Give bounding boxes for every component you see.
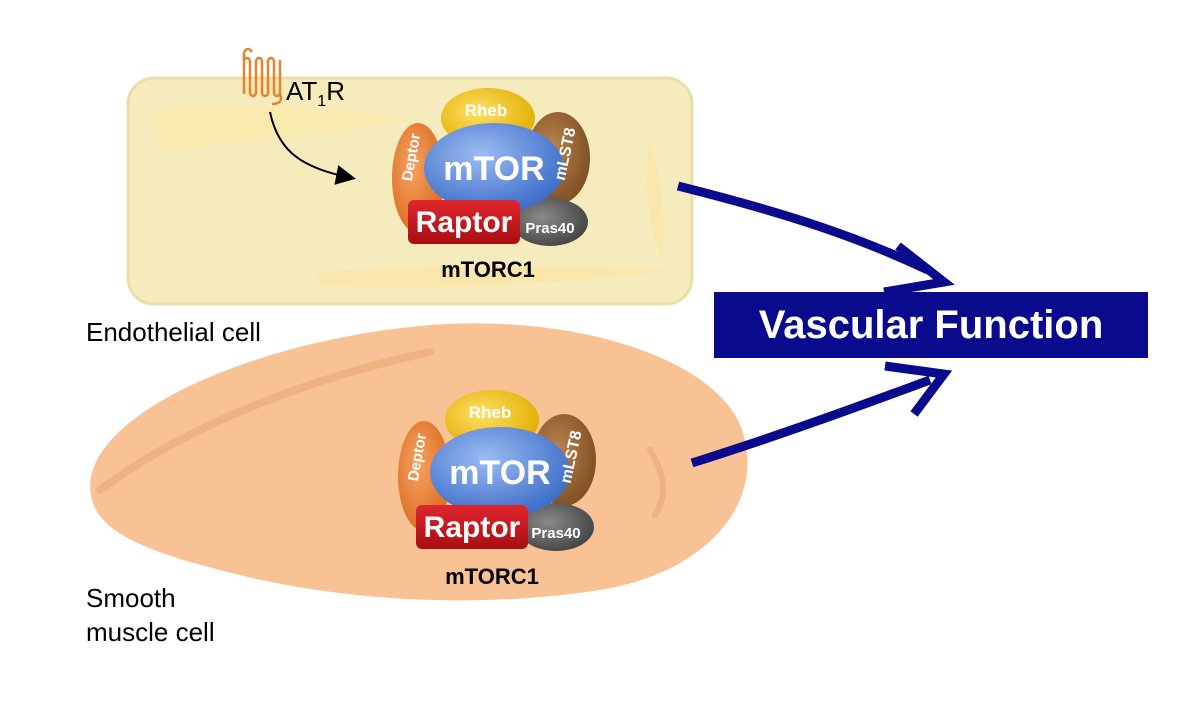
pras40-label: Pras40	[525, 220, 574, 237]
vascular-function-label: Vascular Function	[758, 302, 1104, 347]
rheb-label: Rheb	[465, 101, 508, 120]
vascular-function-box: Vascular Function	[714, 292, 1148, 358]
smooth-muscle-cell-label-line1: Smooth	[86, 583, 176, 613]
receptor-activation-arrow	[269, 111, 356, 185]
endothelial-to-vascular-arrow	[676, 181, 955, 297]
mtorc1-complex-smooth-muscle	[398, 390, 596, 551]
mtor-label: mTOR	[443, 150, 544, 188]
at1r-label: AT1R	[286, 76, 345, 110]
at1r-receptor-icon	[242, 47, 283, 106]
pras40-label: Pras40	[531, 525, 580, 542]
rheb-label: Rheb	[469, 403, 512, 422]
raptor-label: Raptor	[424, 511, 521, 544]
mtorc1-label: mTORC1	[445, 564, 539, 589]
smooth-muscle-to-vascular-arrow	[690, 361, 953, 468]
mtorc1-complex-endothelial	[392, 88, 590, 246]
mtorc1-label: mTORC1	[441, 257, 535, 282]
mtor-label: mTOR	[449, 454, 550, 492]
smooth-muscle-cell-label-line2: muscle cell	[86, 617, 215, 647]
raptor-label: Raptor	[416, 206, 513, 239]
endothelial-cell-label: Endothelial cell	[86, 317, 261, 347]
